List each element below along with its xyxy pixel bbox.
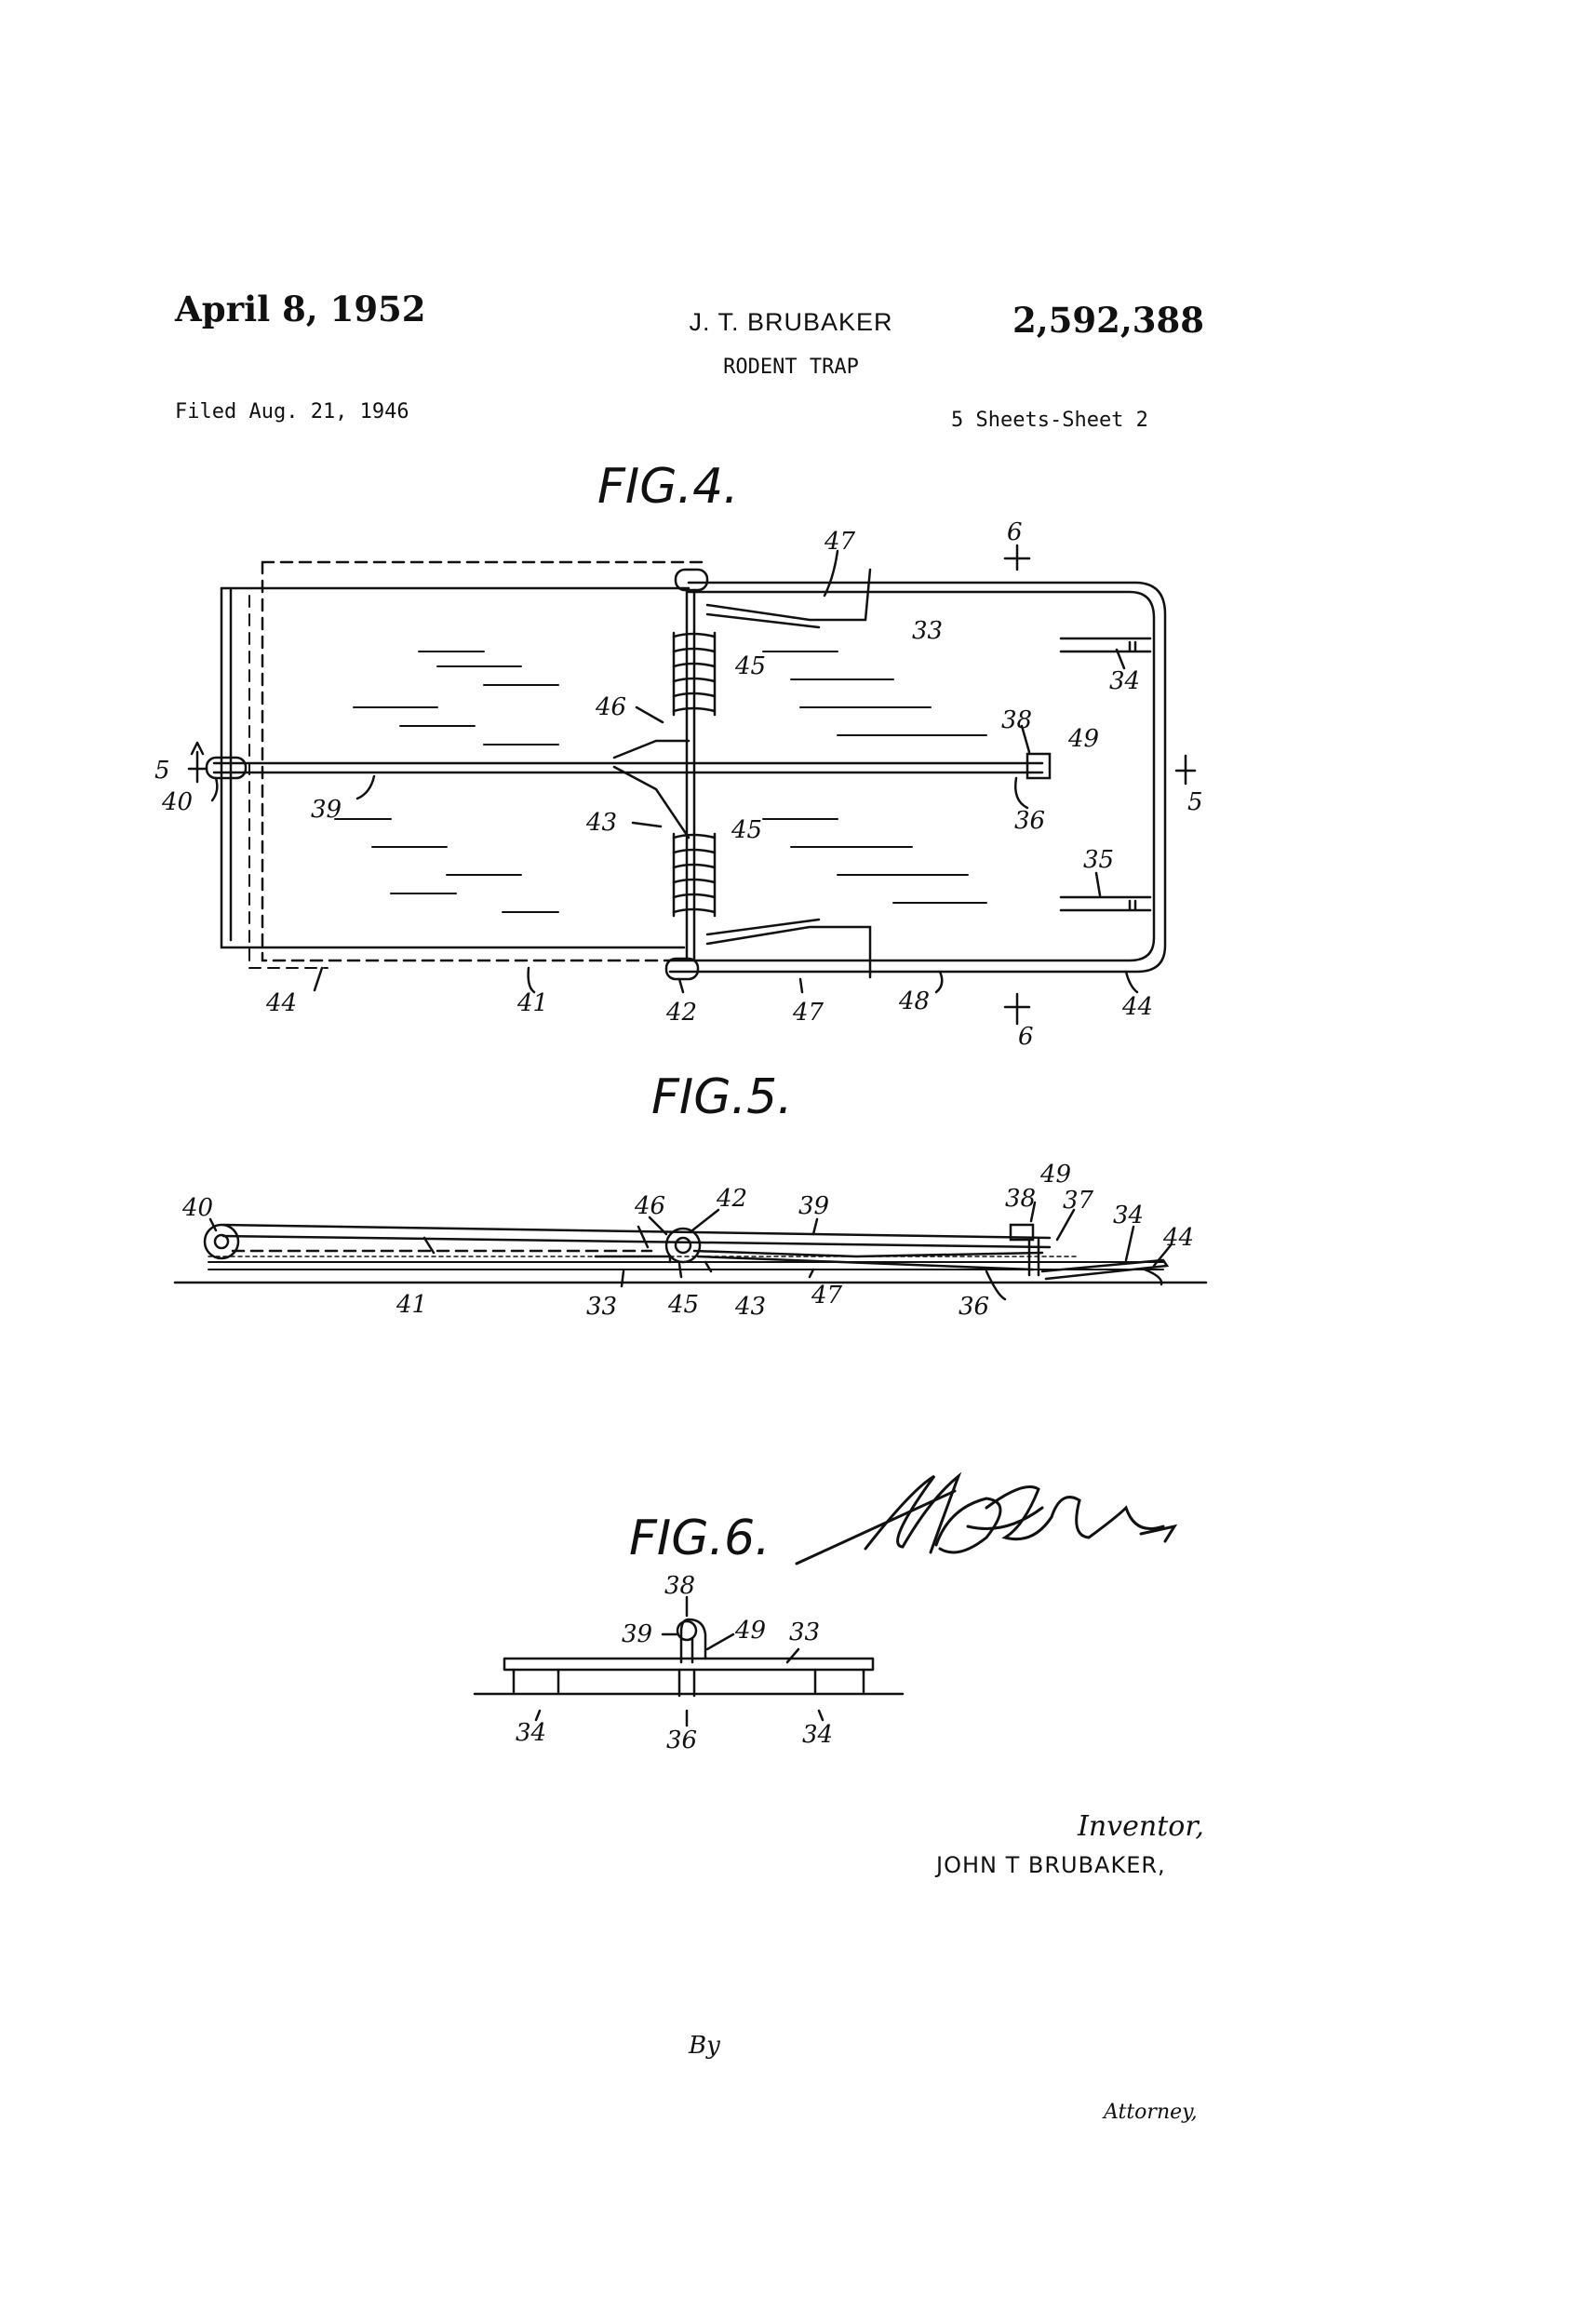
- inventor-label: Inventor,: [1077, 1810, 1204, 1843]
- ref-label: 39: [798, 1192, 829, 1220]
- ref-label: 34: [802, 1721, 833, 1749]
- ref-label: 48: [898, 987, 930, 1015]
- ref-label: 46: [595, 693, 626, 721]
- patent-date: April 8, 1952: [175, 289, 426, 329]
- fig5-drawing: [173, 1201, 1208, 1301]
- ref-label: 33: [912, 617, 943, 645]
- ref-label: 33: [586, 1293, 617, 1321]
- ref-label: 36: [1014, 807, 1045, 835]
- ref-label: 36: [959, 1293, 989, 1321]
- ref-label: 41: [516, 989, 548, 1017]
- ref-label: 6: [1018, 1023, 1034, 1051]
- fig4-reference-numerals: 47 6 33 45 34 46 38 49 5 40 39 36 5 43 4…: [154, 518, 1203, 1051]
- inventor-name: JOHN T BRUBAKER,: [934, 1852, 1166, 1878]
- ref-label: 47: [811, 1282, 843, 1310]
- ref-label: 41: [396, 1291, 427, 1319]
- ref-label: 49: [734, 1617, 766, 1645]
- ref-label: 34: [516, 1719, 546, 1747]
- ref-label: 42: [665, 999, 697, 1027]
- attorney-signature: [795, 1471, 1178, 1565]
- ref-label: 44: [1121, 993, 1153, 1021]
- ref-label: 45: [734, 652, 766, 680]
- filed-date: Filed Aug. 21, 1946: [175, 400, 409, 423]
- ref-label: 45: [731, 816, 762, 844]
- ref-label: 40: [181, 1194, 213, 1222]
- ref-label: 6: [1007, 518, 1023, 546]
- fig5-label: FIG.5.: [651, 1069, 793, 1125]
- ref-label: 39: [622, 1620, 652, 1648]
- ref-label: 38: [1001, 706, 1032, 734]
- ref-label: 46: [634, 1192, 665, 1220]
- fig6-drawing: [473, 1595, 905, 1727]
- ref-label: 40: [161, 788, 193, 816]
- fig5-reference-numerals: 40 46 42 39 38 49 37 34 44 41 33 45 43 4…: [181, 1161, 1194, 1321]
- patent-number: 2,592,388: [1012, 300, 1204, 341]
- ref-label: 42: [716, 1185, 747, 1213]
- fig6-reference-numerals: 38 39 49 33 34 36 34: [516, 1572, 833, 1754]
- fig4-label: FIG.4.: [597, 459, 739, 515]
- ref-label: 38: [664, 1572, 695, 1600]
- ref-label: 38: [1005, 1185, 1036, 1213]
- fig6-label: FIG.6.: [629, 1511, 771, 1566]
- attorney-label: Attorney,: [1102, 2101, 1198, 2124]
- ref-label: 47: [792, 999, 825, 1027]
- ref-label: 35: [1083, 846, 1114, 874]
- ref-label: 39: [311, 796, 342, 824]
- ref-label: 34: [1113, 1202, 1144, 1229]
- ref-label: 33: [789, 1619, 820, 1646]
- ref-label: 5: [1187, 788, 1203, 816]
- sheet-count: 5 Sheets-Sheet 2: [951, 409, 1148, 432]
- ref-label: 45: [667, 1291, 699, 1319]
- fig4-drawing: [187, 544, 1197, 1026]
- ref-label: 49: [1067, 725, 1099, 753]
- ref-label: 43: [585, 809, 617, 837]
- ref-label: 34: [1109, 667, 1140, 695]
- ref-label: 44: [265, 989, 297, 1017]
- ref-label: 43: [734, 1293, 766, 1321]
- patent-title: RODENT TRAP: [723, 356, 859, 379]
- ref-label: 47: [824, 528, 856, 556]
- by-label: By: [688, 2032, 720, 2060]
- ref-label: 44: [1162, 1224, 1194, 1252]
- inventor-header: J. T. BRUBAKER: [689, 308, 893, 336]
- ref-label: 36: [666, 1726, 697, 1754]
- ref-label: 37: [1063, 1187, 1094, 1215]
- ref-label: 49: [1039, 1161, 1071, 1189]
- ref-label: 5: [154, 757, 170, 785]
